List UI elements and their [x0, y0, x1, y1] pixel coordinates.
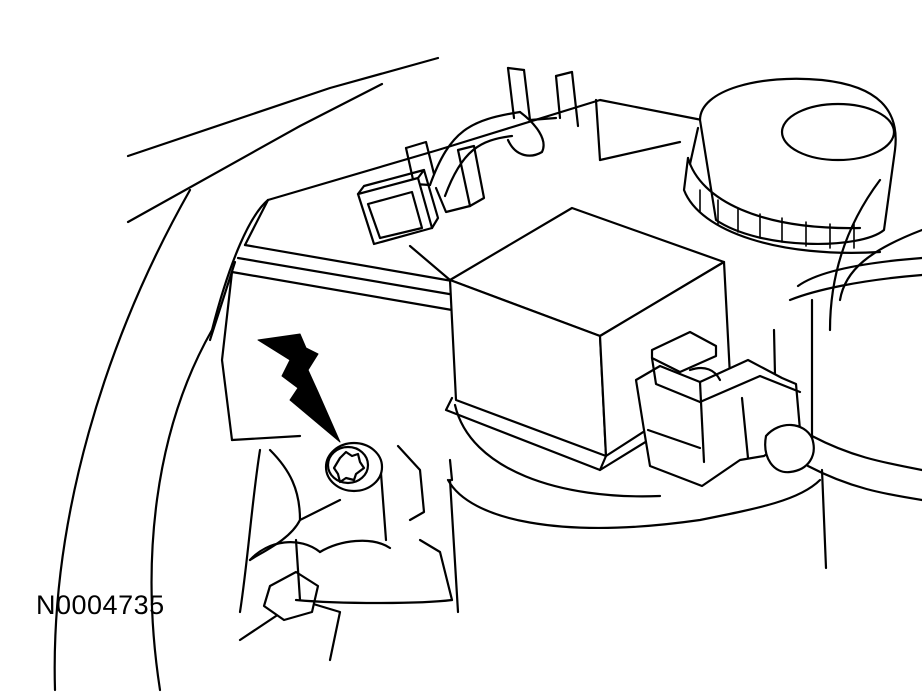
- canister: [446, 403, 828, 614]
- relay-connector: [634, 330, 922, 502]
- small-square-connector: [356, 168, 440, 246]
- fender-outline: [53, 56, 440, 692]
- fastener-bolt: [324, 441, 384, 493]
- reservoir-cap: [682, 77, 897, 254]
- callout-arrow: [257, 333, 341, 443]
- lower-engine-bracket: [238, 444, 454, 662]
- relay-box: [444, 206, 732, 472]
- figure-reference-id: N0004735: [36, 590, 165, 620]
- hose-right: [772, 178, 922, 442]
- coolant-tube: [428, 66, 580, 198]
- engine-cover: [208, 98, 704, 442]
